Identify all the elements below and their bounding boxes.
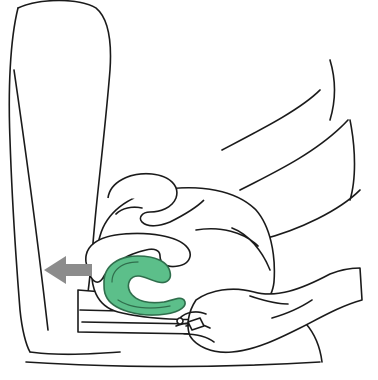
direction-arrow-left-icon <box>44 256 92 284</box>
